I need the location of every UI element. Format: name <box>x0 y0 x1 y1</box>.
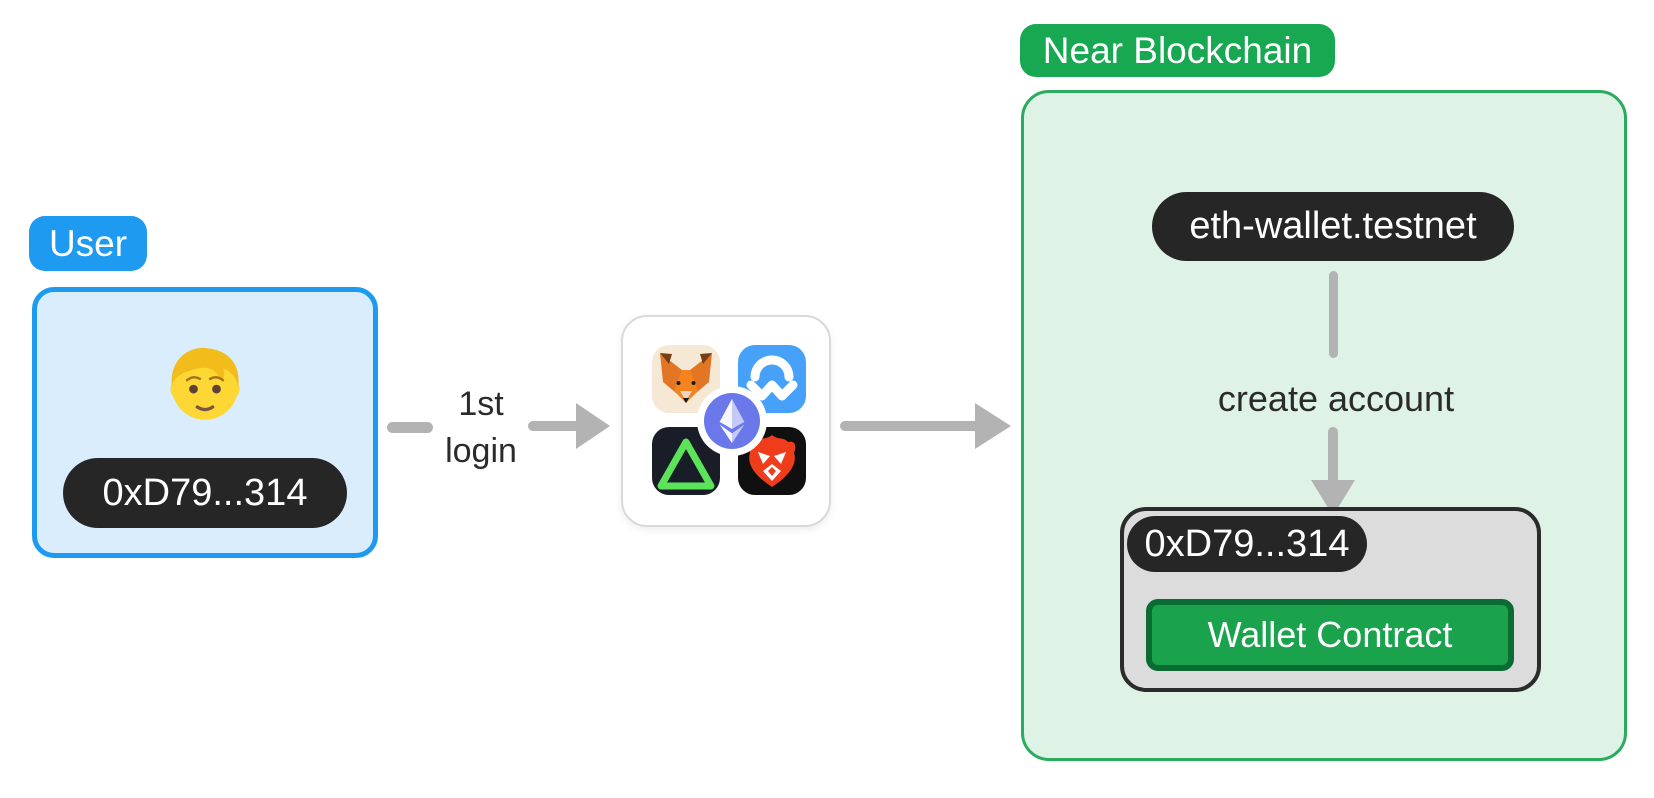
wallet-providers-card <box>621 315 831 527</box>
metamask-icon <box>652 345 720 413</box>
eth-account-address-pill: 0xD79...314 <box>1127 516 1367 572</box>
first-login-line2: login <box>445 432 517 470</box>
brave-icon <box>738 427 806 495</box>
master-account-name: eth-wallet.testnet <box>1189 205 1477 247</box>
first-login-label: 1st login <box>410 381 552 475</box>
connector-line <box>1329 271 1338 358</box>
user-badge-label: User <box>48 222 128 264</box>
master-account-pill: eth-wallet.testnet <box>1152 192 1514 261</box>
create-account-label: create account <box>1217 378 1455 419</box>
eth-account-box: 0xD79...314 Wallet Contract <box>1120 507 1541 692</box>
connector-dash <box>387 422 433 433</box>
user-address-pill: 0xD79...314 <box>63 458 347 528</box>
user-address: 0xD79...314 <box>102 471 308 514</box>
arrow-create-account <box>1311 427 1355 516</box>
eth-account-address: 0xD79...314 <box>1144 522 1350 565</box>
near-blockchain-badge: Near Blockchain <box>1020 24 1335 77</box>
user-box: 0xD79...314 <box>32 287 378 558</box>
wallet-contract-label: Wallet Contract <box>1207 614 1453 655</box>
user-badge: User <box>29 216 147 271</box>
arrow-login-to-wallets <box>528 403 610 449</box>
near-blockchain-label: Near Blockchain <box>1042 29 1313 71</box>
person-emoji <box>170 347 240 420</box>
near-blockchain-box: eth-wallet.testnet create account 0xD79.… <box>1021 90 1627 761</box>
ethereum-icon <box>697 386 767 456</box>
first-login-line1: 1st <box>458 385 504 423</box>
arrow-wallets-to-near <box>840 403 1011 449</box>
wallet-contract-button: Wallet Contract <box>1146 599 1514 671</box>
